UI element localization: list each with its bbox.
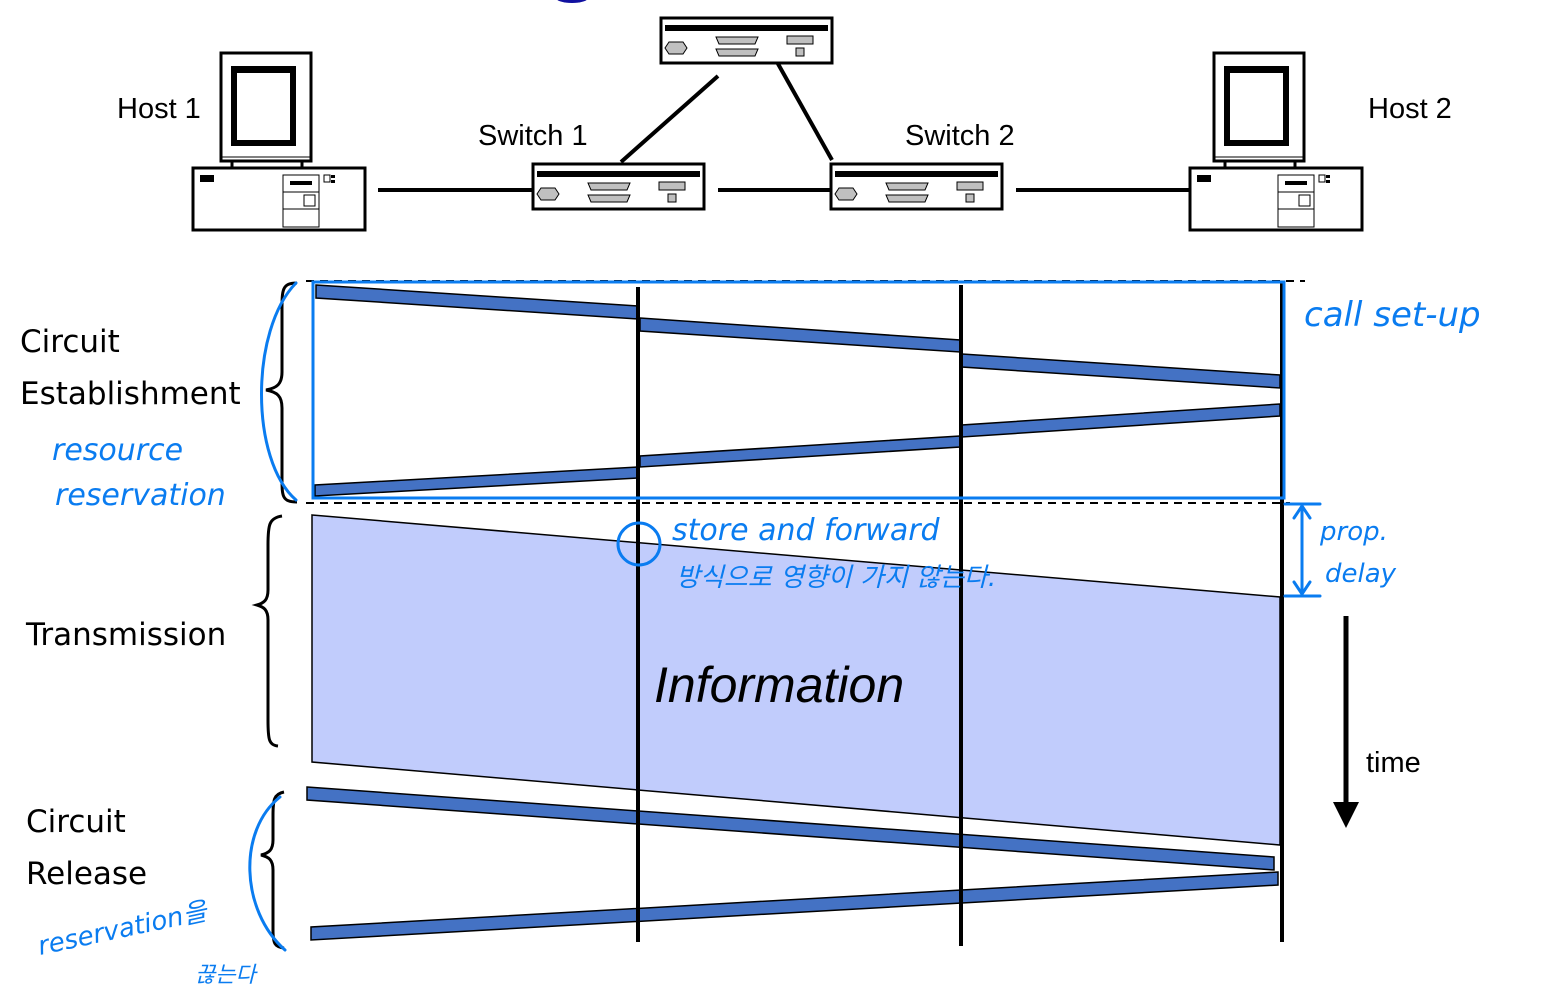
establishment-brace	[265, 281, 298, 504]
switch-2-label: Switch 2	[905, 120, 1015, 152]
call-setup-box	[311, 280, 1286, 500]
switch-1-device	[531, 162, 706, 211]
prop-delay-note-line1: prop.	[1319, 517, 1388, 547]
store-forward-note-line1: store and forward	[672, 513, 941, 548]
host-2-computer	[1188, 51, 1364, 232]
switch-1-label: Switch 1	[478, 120, 588, 152]
time-label: time	[1366, 747, 1421, 779]
switch-icon	[829, 162, 1004, 211]
title-fragment	[557, 0, 587, 3]
call-setup-note: call set-up	[1304, 295, 1481, 335]
prop-delay-down-arrow-icon	[1292, 580, 1312, 597]
host-2-label: Host 2	[1368, 93, 1452, 125]
store-forward-note-line2: 방식으로 영향이 가지 않는다.	[676, 563, 996, 593]
switch-icon	[659, 16, 834, 65]
time-arrow-head-icon	[1333, 802, 1359, 828]
host-1-computer	[191, 51, 367, 232]
setup-message-hop1	[315, 284, 639, 320]
ack-message-hop2	[639, 435, 961, 468]
release-label-line2: Release	[26, 856, 147, 892]
establishment-label-line1: Circuit	[20, 324, 120, 360]
host-1-label: Host 1	[117, 93, 201, 125]
setup-message-hop2	[639, 317, 961, 353]
ack-message-hop3	[961, 403, 1281, 438]
release-hand-bracket	[248, 795, 287, 952]
prop-delay-note-line2: delay	[1325, 559, 1397, 589]
link-switch1-switch3	[619, 74, 720, 164]
computer-icon	[191, 51, 367, 232]
information-label: Information	[654, 657, 904, 713]
release-note-line2: 끊는다	[195, 963, 258, 988]
switch-3-device	[659, 16, 834, 65]
establishment-note-line1: resource	[52, 433, 183, 468]
prop-delay-up-arrow-icon	[1292, 503, 1312, 520]
release-note-line1: reservation을	[35, 896, 211, 962]
switch-2-device	[829, 162, 1004, 211]
transmission-label: Transmission	[25, 617, 226, 653]
switch-icon	[531, 162, 706, 211]
establishment-label-line2: Establishment	[20, 376, 241, 412]
computer-icon	[1188, 51, 1364, 232]
establishment-hand-bracket	[260, 281, 298, 502]
ack-message-hop1	[314, 466, 639, 497]
transmission-brace	[251, 514, 283, 748]
store-forward-circle	[616, 521, 662, 567]
release-label-line1: Circuit	[26, 804, 126, 840]
setup-message-hop3	[961, 353, 1281, 389]
link-switch3-switch2	[775, 61, 834, 161]
establishment-note-line2: reservation	[55, 478, 226, 513]
release-ack-message	[310, 871, 1279, 941]
release-message	[306, 786, 1275, 871]
